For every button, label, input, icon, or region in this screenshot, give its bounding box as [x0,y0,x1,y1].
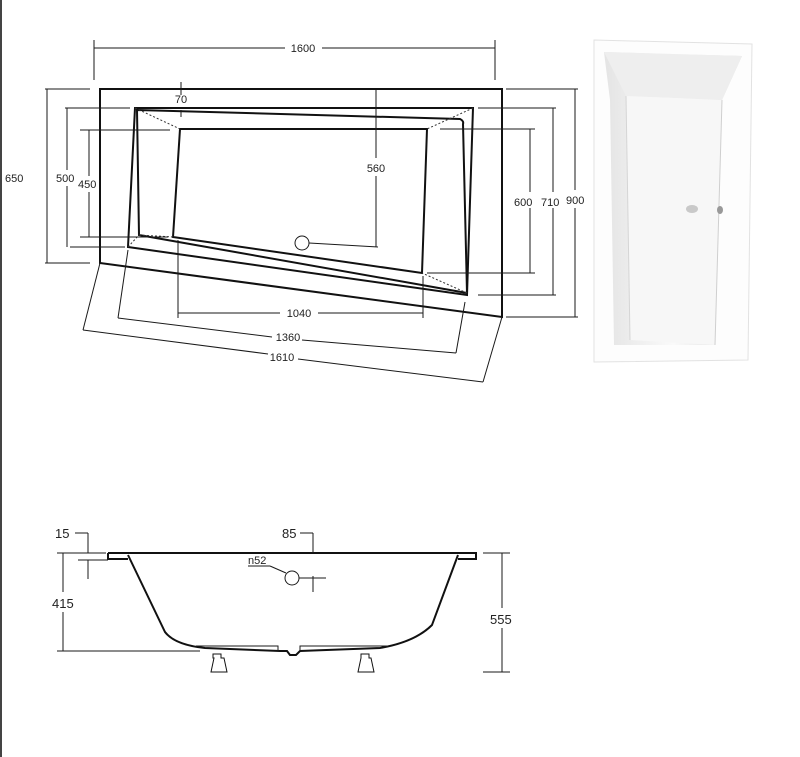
dim-650: 650 [5,173,23,185]
dim-710: 710 [541,197,559,209]
dim-560: 560 [367,163,385,175]
dim-555: 555 [490,612,512,627]
dim-1610: 1610 [270,352,294,364]
dim-415: 415 [52,596,74,611]
dim-1600: 1600 [291,43,315,55]
leg-left [210,653,228,673]
top-view: 1600 70 650 500 450 560 600 710 900 1040 [5,40,584,383]
dim-600: 600 [514,197,532,209]
rim-outline [126,107,475,297]
dim-900: 900 [566,195,584,207]
overflow-hole-icon [284,570,300,586]
dim-n52: n52 [248,555,266,567]
dim-500: 500 [56,173,74,185]
dim-85: 85 [282,526,296,541]
drain-icon [294,235,310,251]
dim-1040: 1040 [287,308,311,320]
side-view: n52 15 85 415 555 [52,526,512,673]
outer-outline [99,88,503,319]
dim-15: 15 [55,526,69,541]
dim-450: 450 [78,179,96,191]
product-photo [593,39,753,363]
basin-outline [171,128,429,275]
dim-1360: 1360 [276,332,300,344]
inner-rim [135,108,469,295]
leg-right [357,653,375,673]
dim-70: 70 [175,94,187,106]
overflow-icon [686,205,698,213]
